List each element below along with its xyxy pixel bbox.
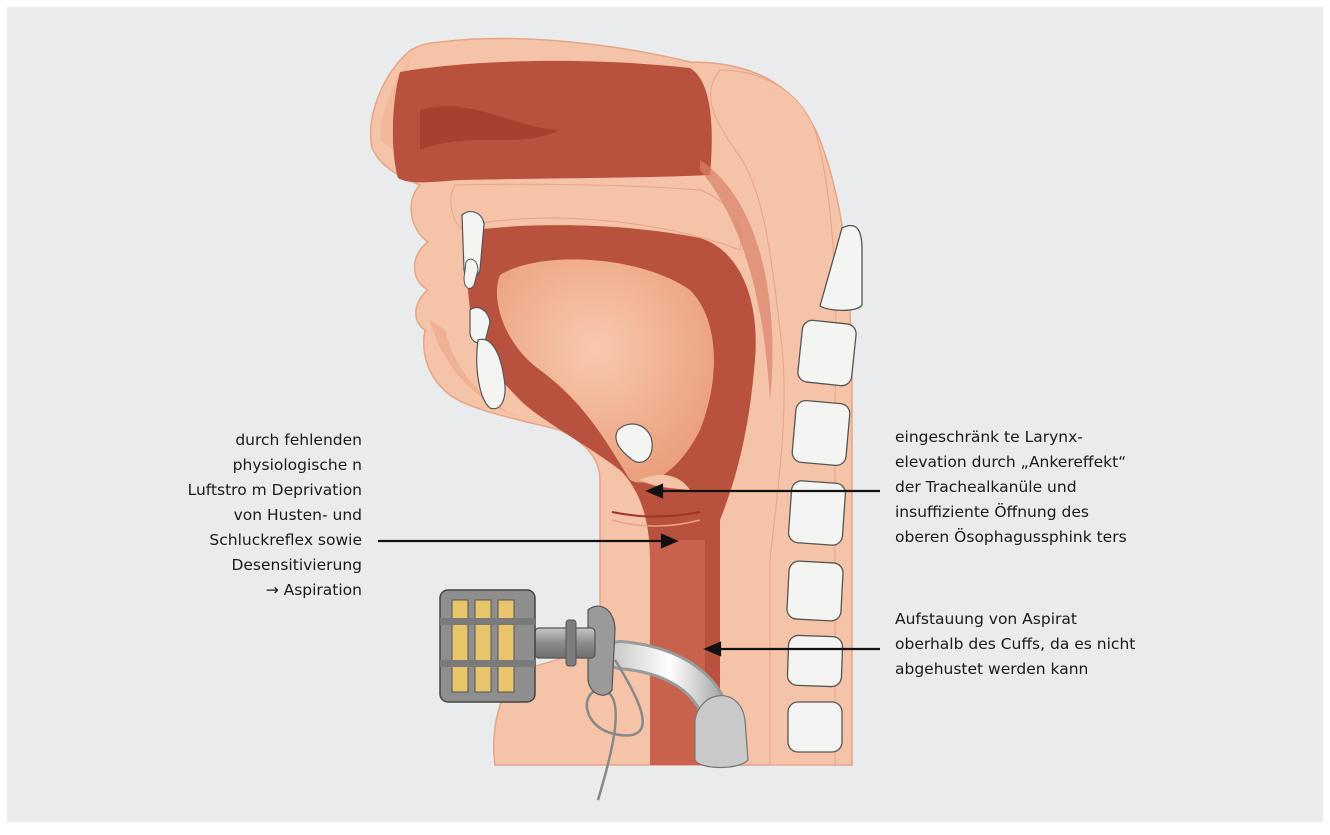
connector-ring (566, 620, 576, 666)
filter-housing (440, 590, 535, 702)
label-line: Luftstro m Deprivation (188, 478, 362, 503)
label-line: elevation durch „Ankereffekt“ (895, 450, 1127, 475)
label-line: Desensitivierung (188, 553, 362, 578)
vertebra-3 (791, 400, 850, 466)
label-line: abgehustet werden kann (895, 657, 1135, 682)
label-right-larynx-elevation: eingeschränk te Larynx- elevation durch … (895, 425, 1127, 550)
label-right-aspirate-pooling: Aufstauung von Aspirat oberhalb des Cuff… (895, 607, 1135, 682)
vertebra-7 (788, 702, 842, 752)
vertebra-6 (787, 635, 843, 687)
cannula-cuff (695, 696, 748, 768)
label-line: oberen Ösophagussphink ters (895, 525, 1127, 550)
label-left-airflow-deprivation: durch fehlenden physiologische n Luftstr… (188, 428, 362, 603)
label-line: der Trachealkanüle und (895, 475, 1127, 500)
label-line: von Husten- und (188, 503, 362, 528)
label-line: insuffiziente Öffnung des (895, 500, 1127, 525)
label-line: physiologische n (188, 453, 362, 478)
vertebra-5 (787, 561, 844, 622)
vertebra-2 (797, 319, 857, 386)
label-line: eingeschränk te Larynx- (895, 425, 1127, 450)
label-line: → Aspiration (188, 578, 362, 603)
label-line: oberhalb des Cuffs, da es nicht (895, 632, 1135, 657)
cannula-connector (535, 628, 595, 658)
label-line: Schluckreflex sowie (188, 528, 362, 553)
label-line: Aufstauung von Aspirat (895, 607, 1135, 632)
label-line: durch fehlenden (188, 428, 362, 453)
